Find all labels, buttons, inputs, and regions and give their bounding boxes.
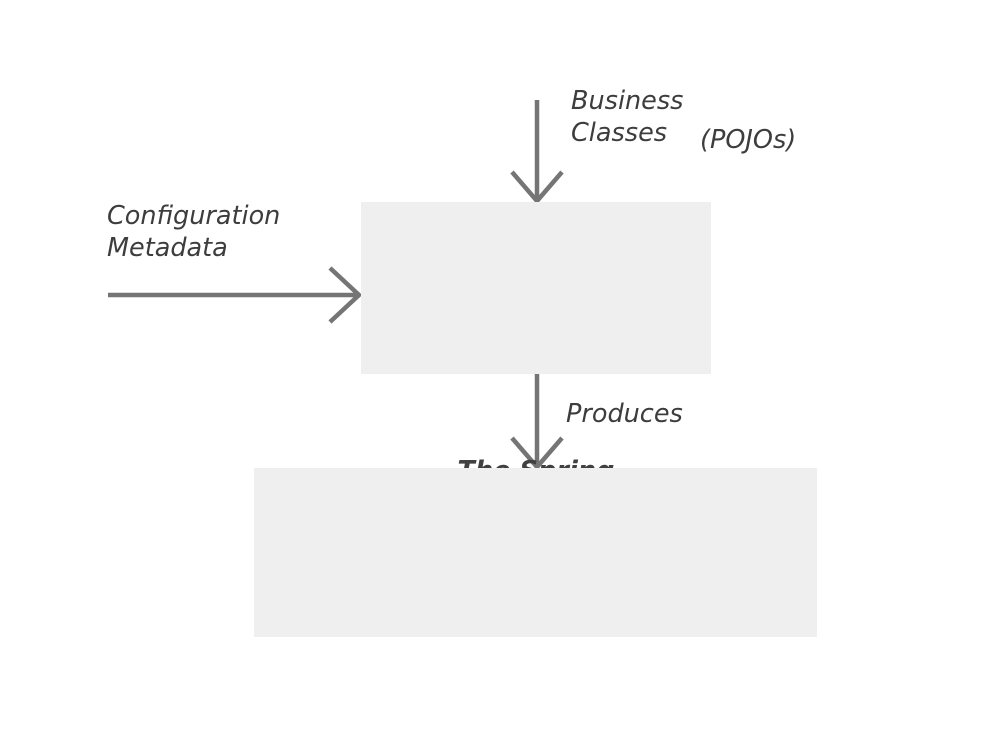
- edge-label-business-classes: Business Classes: [571, 86, 684, 149]
- node-output-system[interactable]: Fully Configured System Ready for use: [254, 468, 817, 637]
- edge-label-produces: Produces: [566, 399, 683, 429]
- edge-label-configuration-metadata: Configuration Metadata: [107, 201, 281, 264]
- business-classes-arrow-head: [510, 170, 564, 205]
- business-classes-arrow: [510, 100, 564, 205]
- configuration-metadata-arrow-head: [328, 266, 363, 324]
- configuration-metadata-arrow: [108, 266, 363, 324]
- node-spring-container[interactable]: The Spring Container: [361, 202, 711, 517]
- edge-label-pojos: (POJOs): [700, 125, 797, 155]
- produces-arrow: [510, 374, 564, 471]
